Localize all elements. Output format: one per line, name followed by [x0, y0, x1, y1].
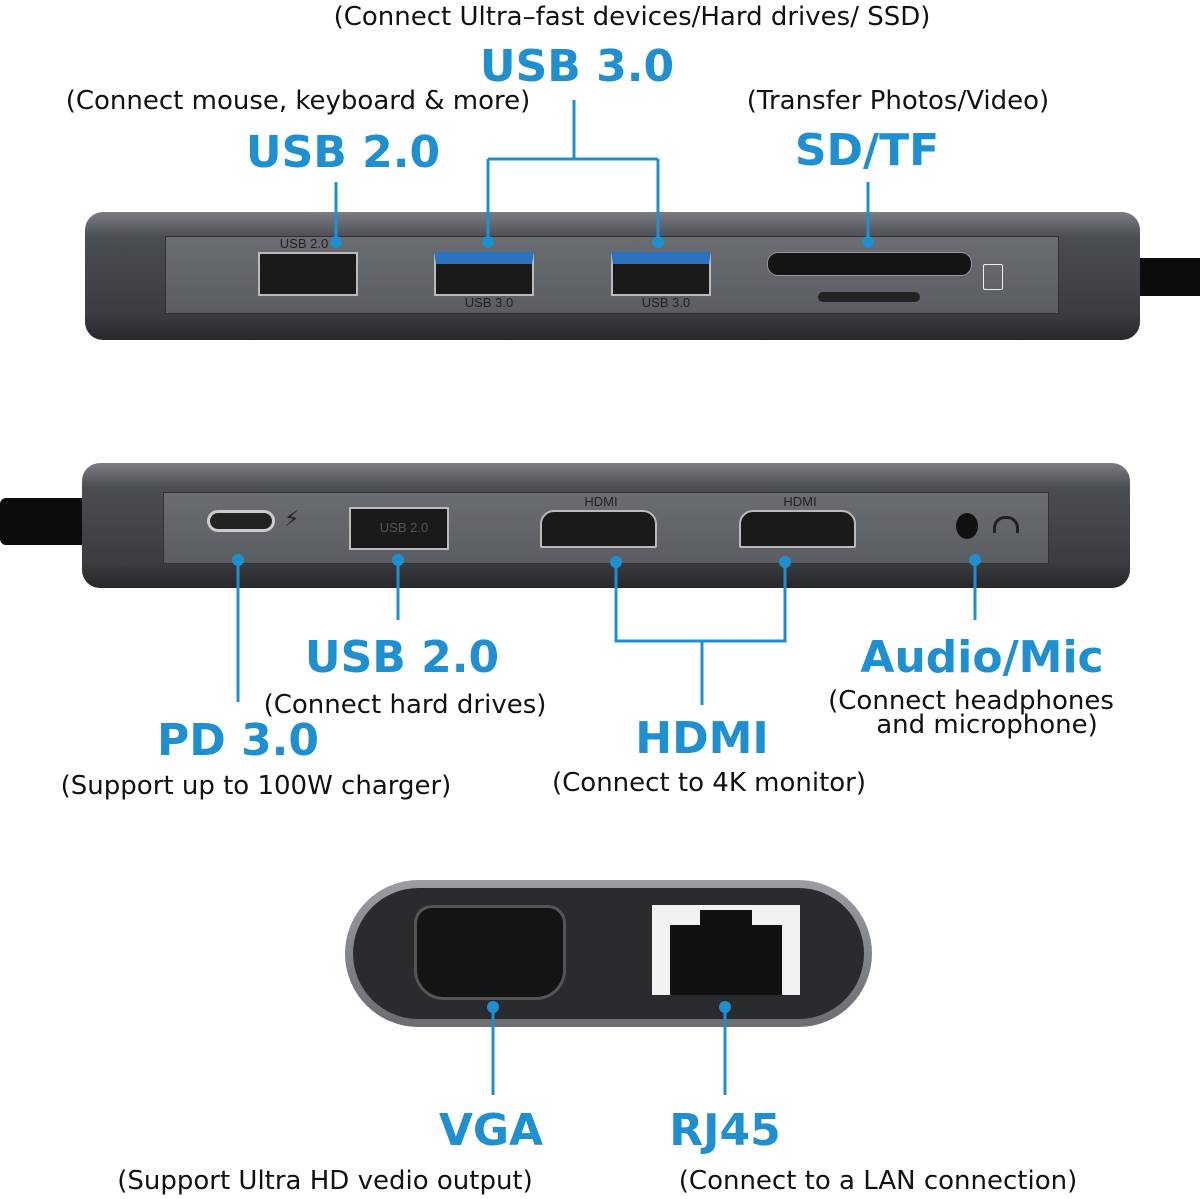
port-label: HDMI	[584, 494, 618, 509]
rj45-clip	[700, 910, 752, 940]
rj45-desc: (Connect to a LAN connection)	[678, 1166, 1078, 1196]
audio-jack	[956, 513, 978, 539]
usb20-port	[349, 507, 449, 550]
usb-c-pd-port	[207, 510, 275, 532]
usb20-side-desc: (Connect hard drives)	[263, 690, 547, 720]
usb30-port-2	[611, 252, 711, 296]
audio-desc-1: (Connect headphones	[828, 686, 1114, 716]
audio-desc-2: and microphone)	[876, 710, 1098, 740]
hdmi-desc: (Connect to 4K monitor)	[551, 768, 867, 798]
usb20-side-title: USB 2.0	[304, 632, 500, 683]
vga-desc: (Support Ultra HD vedio output)	[117, 1166, 533, 1196]
usb30-top-title: USB 3.0	[479, 41, 675, 92]
hdmi-port-1	[540, 510, 657, 548]
usb30-port-1	[434, 252, 534, 296]
port-label: HDMI	[783, 494, 817, 509]
sd-slot	[767, 252, 972, 276]
lightning-icon: ⚡	[284, 507, 300, 532]
vga-port	[414, 905, 566, 1000]
usb20-top-title: USB 2.0	[245, 127, 441, 178]
rj45-title: RJ45	[669, 1105, 781, 1156]
port-label: USB 2.0	[279, 236, 329, 251]
hub-side-panel	[163, 492, 1049, 564]
hdmi-title: HDMI	[635, 713, 769, 764]
port-label: USB 3.0	[641, 295, 691, 310]
sdtf-title: SD/TF	[794, 125, 940, 176]
vga-title: VGA	[438, 1105, 544, 1156]
tf-slot	[818, 292, 920, 302]
pd-title: PD 3.0	[156, 715, 320, 766]
audio-title: Audio/Mic	[860, 632, 1104, 683]
port-label: USB 3.0	[464, 295, 514, 310]
port-label: USB 2.0	[379, 520, 429, 535]
headphones-icon	[993, 516, 1019, 533]
usb20-top-desc: (Connect mouse, keyboard & more)	[65, 86, 531, 116]
sd-card-icon	[983, 264, 1003, 290]
pd-desc: (Support up to 100W charger)	[60, 771, 452, 801]
usb20-port	[258, 252, 358, 296]
hdmi-port-2	[739, 510, 856, 548]
usb30-top-desc: (Connect Ultra–fast devices/Hard drives/…	[333, 2, 931, 32]
sdtf-desc: (Transfer Photos/Video)	[746, 86, 1050, 116]
